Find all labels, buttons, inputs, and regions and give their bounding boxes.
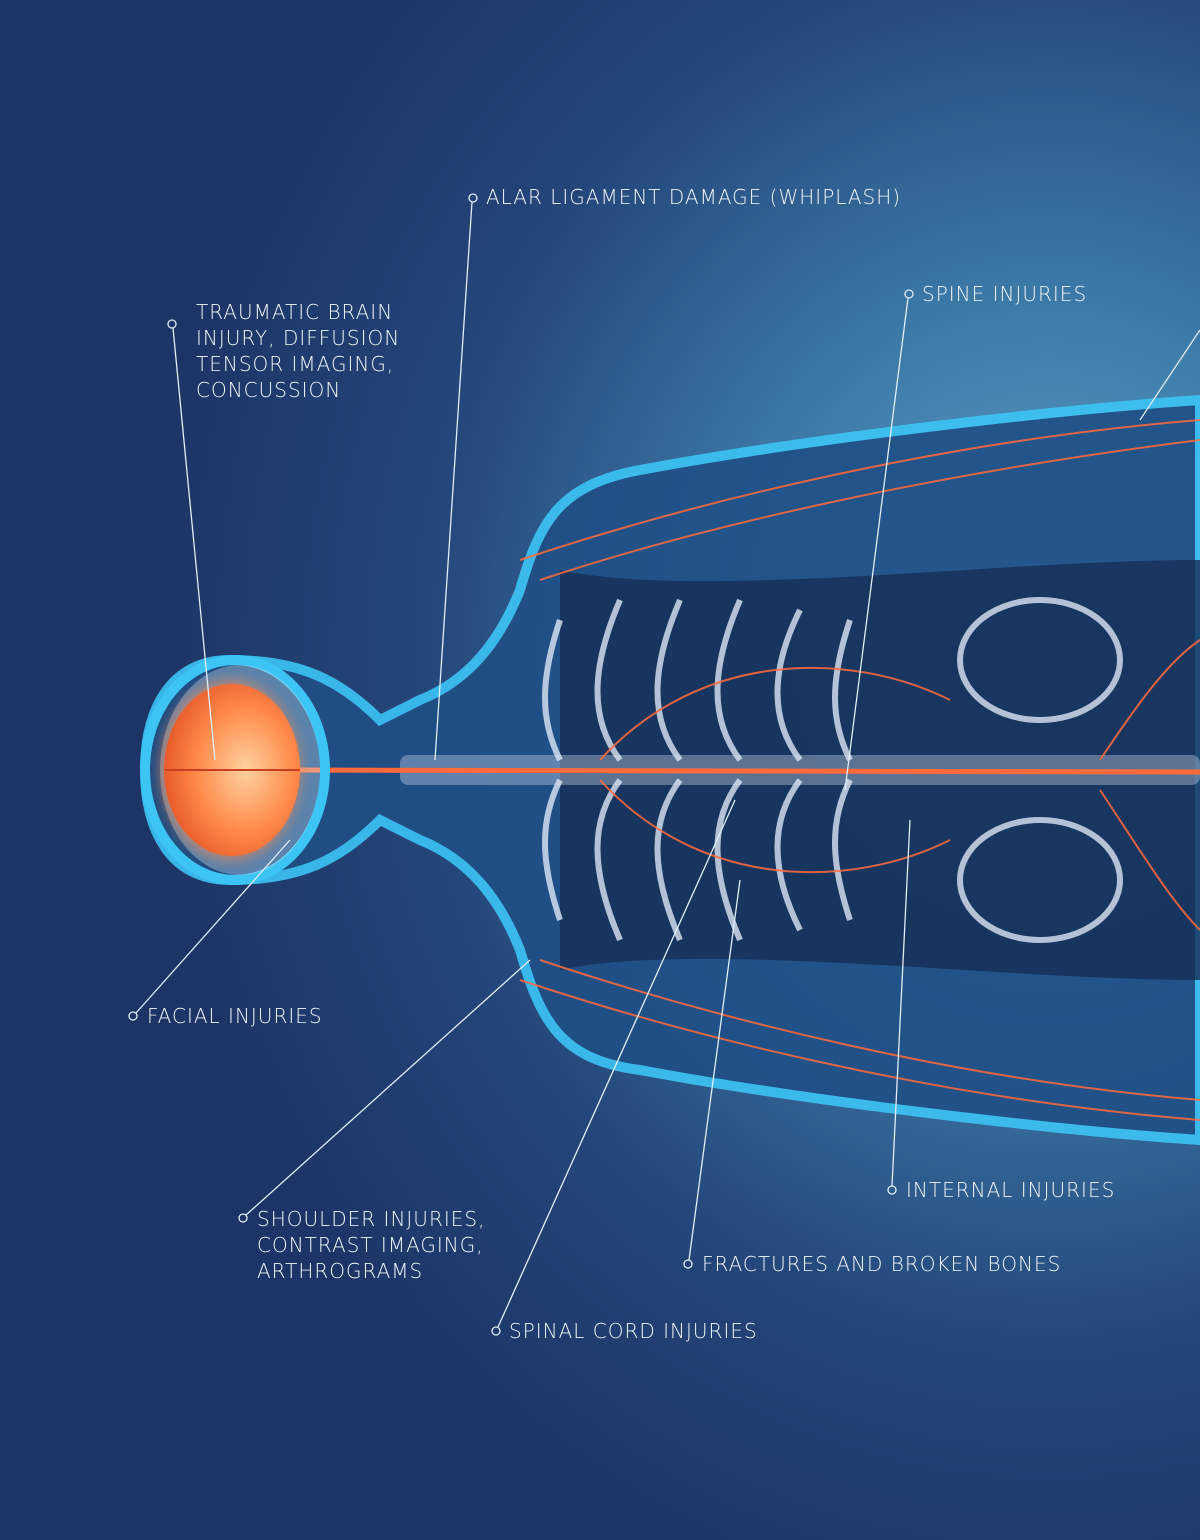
head — [140, 655, 330, 885]
label-internal-injuries: INTERNAL INJURIES — [906, 1178, 1116, 1202]
label-facial-injuries: FACIAL INJURIES — [147, 1004, 323, 1028]
leader-lines — [128, 193, 1200, 1336]
spine — [289, 755, 1200, 785]
nerves — [519, 419, 1200, 1121]
label-alar-ligament: ALAR LIGAMENT DAMAGE (WHIPLASH) — [486, 185, 902, 209]
label-traumatic-brain-injury: TRAUMATIC BRAIN INJURY, DIFFUSION TENSOR… — [196, 300, 401, 402]
ribcage — [542, 597, 1123, 943]
label-spine-injuries: SPINE INJURIES — [922, 282, 1088, 306]
label-shoulder-injuries: SHOULDER INJURIES, CONTRAST IMAGING, ART… — [257, 1207, 486, 1283]
label-spinal-cord-injuries: SPINAL CORD INJURIES — [509, 1319, 758, 1343]
label-fractures: FRACTURES AND BROKEN BONES — [702, 1252, 1062, 1276]
